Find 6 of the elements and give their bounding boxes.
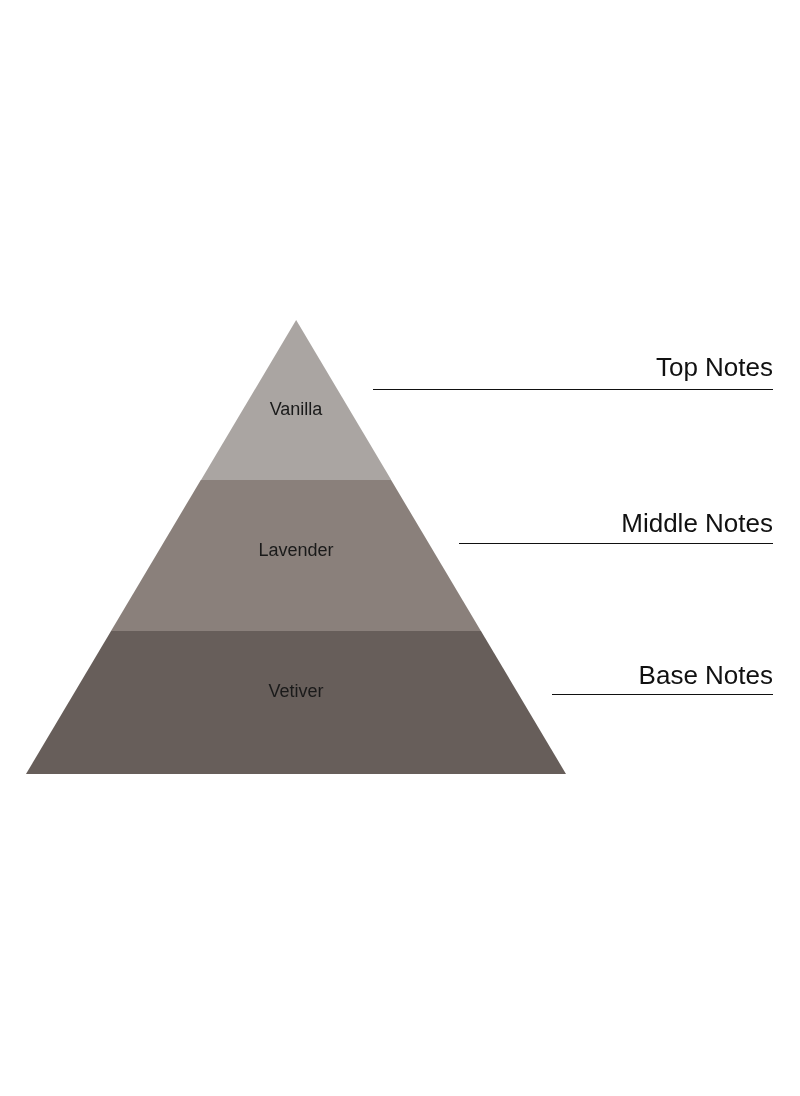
- note-category-heading: Middle Notes: [621, 508, 773, 539]
- tier-label: Vetiver: [267, 681, 325, 702]
- note-category-heading: Top Notes: [655, 352, 773, 383]
- note-category-heading: Base Notes: [638, 660, 773, 691]
- tier-label: Lavender: [257, 540, 335, 561]
- tier-label: Vanilla: [268, 399, 324, 420]
